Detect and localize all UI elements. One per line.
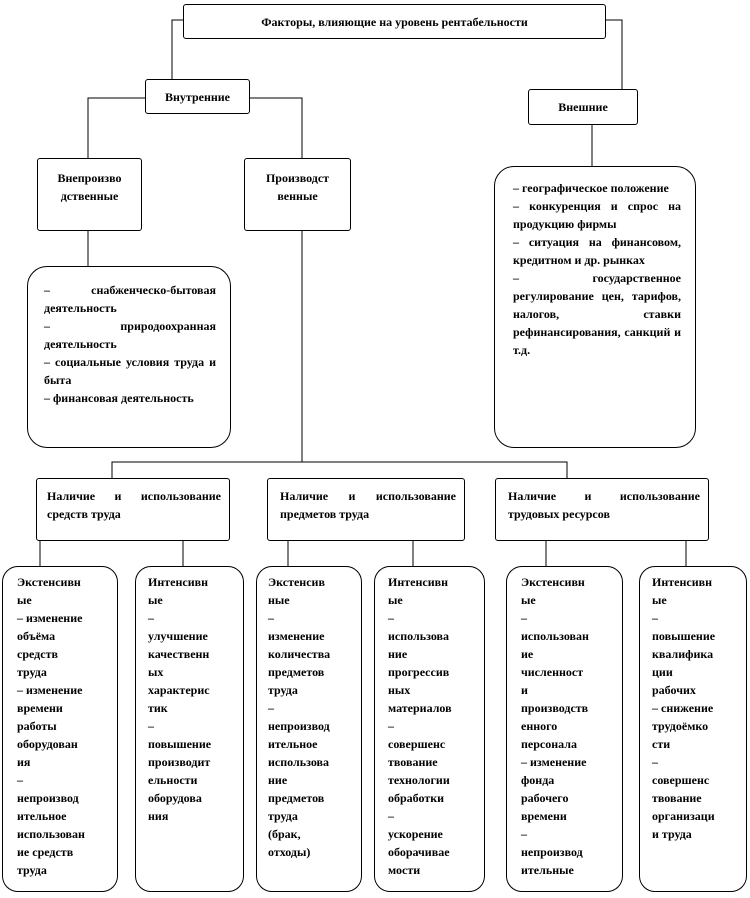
production-title: Производст венные — [265, 171, 330, 203]
labor-objects-intensive-box: Интенсивн ые – использова ние прогрессив… — [374, 566, 485, 892]
labor-resources-intensive-text: Интенсивн ые – повышение квалифика ции р… — [652, 575, 716, 841]
group-labor-means-title: Наличие и использование средств труда — [47, 489, 221, 521]
group-labor-means-box: Наличие и использование средств труда — [36, 478, 230, 541]
group-labor-objects-box: Наличие и использование предметов труда — [267, 478, 465, 541]
labor-resources-extensive-text: Экстенсивн ые – использован ие численнос… — [521, 575, 589, 877]
internal-box: Внутренние — [145, 79, 250, 114]
group-labor-resources-box: Наличие и использование трудовых ресурсо… — [495, 478, 709, 541]
external-box: Внешние — [528, 89, 638, 125]
non-production-details-box: – снабженческо-бытовая деятельность – пр… — [27, 266, 231, 448]
group-labor-objects-title: Наличие и использование предметов труда — [280, 489, 456, 521]
group-labor-resources-title: Наличие и использование трудовых ресурсо… — [508, 489, 700, 521]
labor-objects-extensive-box: Экстенсив ные – изменение количества пре… — [256, 566, 362, 892]
production-box: Производст венные — [244, 158, 351, 231]
labor-resources-intensive-box: Интенсивн ые – повышение квалифика ции р… — [639, 566, 747, 892]
external-title: Внешние — [558, 100, 608, 114]
labor-objects-intensive-text: Интенсивн ые – использова ние прогрессив… — [388, 575, 452, 877]
labor-means-intensive-text: Интенсивн ые – улучшение качественн ых х… — [148, 575, 212, 823]
external-details-box: – географическое положение – конкуренция… — [494, 166, 696, 448]
root-title: Факторы, влияющие на уровень рентабельно… — [261, 15, 528, 29]
labor-means-intensive-box: Интенсивн ые – улучшение качественн ых х… — [135, 566, 244, 892]
labor-means-extensive-box: Экстенсивн ые – изменение объёма средств… — [2, 566, 118, 892]
internal-title: Внутренние — [164, 90, 231, 104]
labor-means-extensive-text: Экстенсивн ые – изменение объёма средств… — [17, 575, 85, 877]
root-box: Факторы, влияющие на уровень рентабельно… — [183, 4, 606, 39]
labor-objects-extensive-text: Экстенсив ные – изменение количества пре… — [268, 575, 331, 859]
external-details: – географическое положение – конкуренция… — [513, 181, 681, 357]
labor-resources-extensive-box: Экстенсивн ые – использован ие численнос… — [506, 566, 623, 892]
non-production-box: Внепроизво дственные — [37, 158, 142, 231]
non-production-details: – снабженческо-бытовая деятельность – пр… — [44, 283, 216, 405]
non-production-title: Внепроизво дственные — [57, 171, 122, 203]
